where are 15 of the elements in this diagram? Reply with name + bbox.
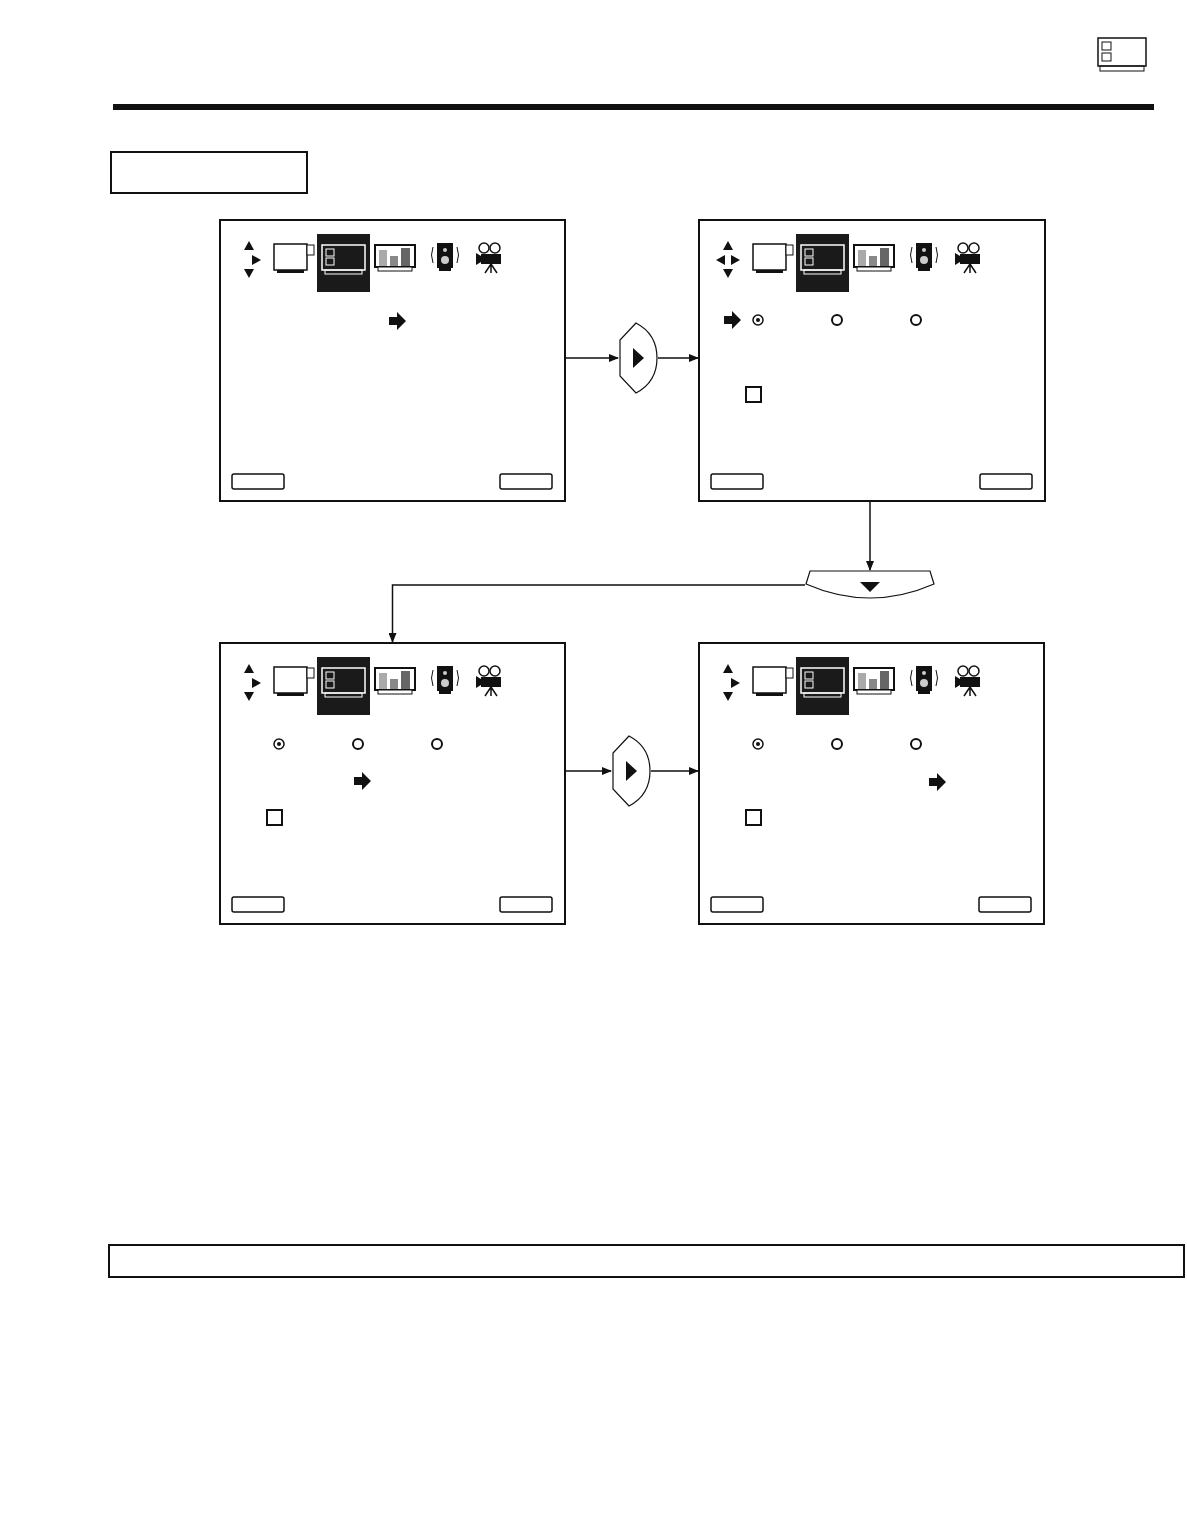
heading-box <box>110 151 308 194</box>
arrow <box>565 767 612 775</box>
arrow <box>565 354 619 362</box>
arrow <box>657 354 699 362</box>
menu-screen <box>698 219 1046 502</box>
menu-screen <box>698 642 1045 925</box>
right-key <box>618 322 658 394</box>
right-key <box>611 735 651 807</box>
menu-screen <box>219 219 566 502</box>
arrow <box>866 501 874 571</box>
arrow <box>388 584 806 643</box>
arrow <box>650 767 699 775</box>
down-key <box>805 570 935 600</box>
note-bar <box>108 1244 1185 1278</box>
menu-screen <box>219 642 566 925</box>
